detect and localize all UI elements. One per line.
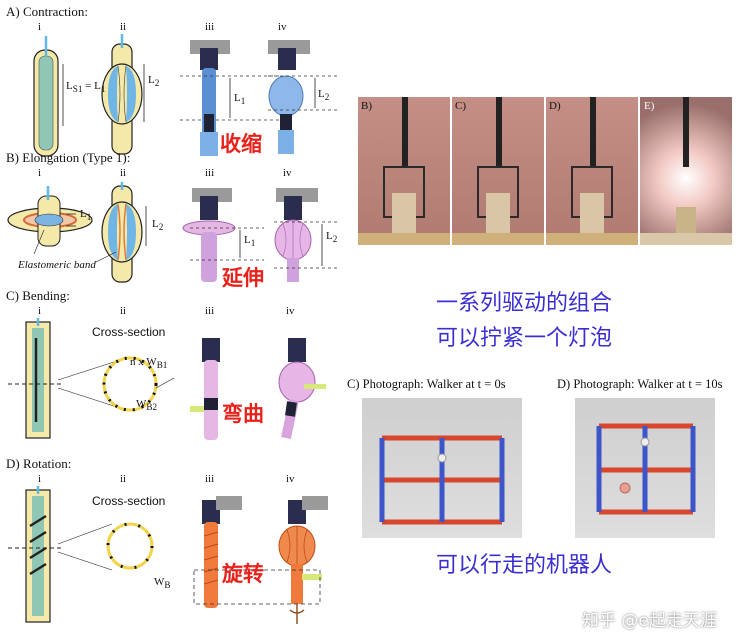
section-a-sub-iii: iii [205,21,215,33]
section-c-sub-iii: iii [205,305,215,317]
section-a-sub-ii: ii [120,21,127,33]
photo-walker-t0 [362,398,522,538]
photo-label-c: C) [455,100,466,112]
walker-c-caption: C) Photograph: Walker at t = 0s [347,377,506,391]
label-a-l2b: L2 [318,88,330,103]
photo-d [546,97,638,245]
section-d-sub-ii: ii [120,473,127,485]
label-a-l2: L2 [148,74,160,89]
label-a-l1b: L1 [234,92,246,107]
section-a-sub-i: i [38,21,42,33]
label-ls1: LS1 = L1 [66,80,106,95]
annotation-walker: 可以行走的机器人 [436,553,613,578]
section-c-sub-iv: iv [286,305,295,317]
label-b-l2b: L2 [326,230,338,245]
section-d-diagrams [8,486,328,624]
section-c-sub-i: i [38,305,42,317]
section-d-title: D) Rotation: [6,456,72,471]
photo-b [358,97,450,245]
label-b-l1b: L1 [244,234,256,249]
photo-label-d: D) [549,100,561,112]
photo-c [452,97,544,245]
section-a-diagrams [33,34,340,157]
section-d-sub-iii: iii [205,473,215,485]
annotation-rotation: 旋转 [222,562,264,586]
section-c-sub-ii: ii [120,305,127,317]
label-b-l1: L1 [80,208,92,223]
label-wb1: n x WB1 [130,356,168,371]
label-wb: WB [154,576,171,591]
section-d-sub-iv: iv [286,473,295,485]
section-a-title: A) Contraction: [6,4,88,19]
section-c-title: C) Bending: [6,288,70,303]
annotation-combo-line2: 可以拧紧一个灯泡 [436,326,613,351]
section-b-sub-ii: ii [120,167,127,179]
watermark: 知乎 @e起走天涯 [582,611,717,631]
section-b-title: B) Elongation (Type 1): [6,150,131,165]
section-b-sub-i: i [38,167,42,179]
section-a-sub-iv: iv [278,21,287,33]
photo-label-e: E) [644,100,655,112]
section-c-diagrams [8,318,326,440]
annotation-bending: 弯曲 [222,402,264,426]
label-elastomeric-band: Elastomeric band [18,259,96,271]
photo-label-b: B) [361,100,372,112]
photo-e [640,97,732,245]
label-b-l2: L2 [152,218,164,233]
annotation-contraction: 收缩 [220,132,262,156]
section-d-cross-section: Cross-section [92,494,166,508]
section-d-sub-i: i [38,473,42,485]
annotation-elongation: 延伸 [222,266,264,290]
label-wb2: WB2 [136,398,158,413]
photo-walker-t10 [575,398,715,538]
annotation-combo-line1: 一系列驱动的组合 [436,291,613,316]
section-b-diagrams [7,182,338,283]
section-c-cross-section: Cross-section [92,325,166,339]
section-b-sub-iv: iv [283,167,292,179]
section-b-sub-iii: iii [205,167,215,179]
walker-d-caption: D) Photograph: Walker at t = 10s [557,377,723,391]
